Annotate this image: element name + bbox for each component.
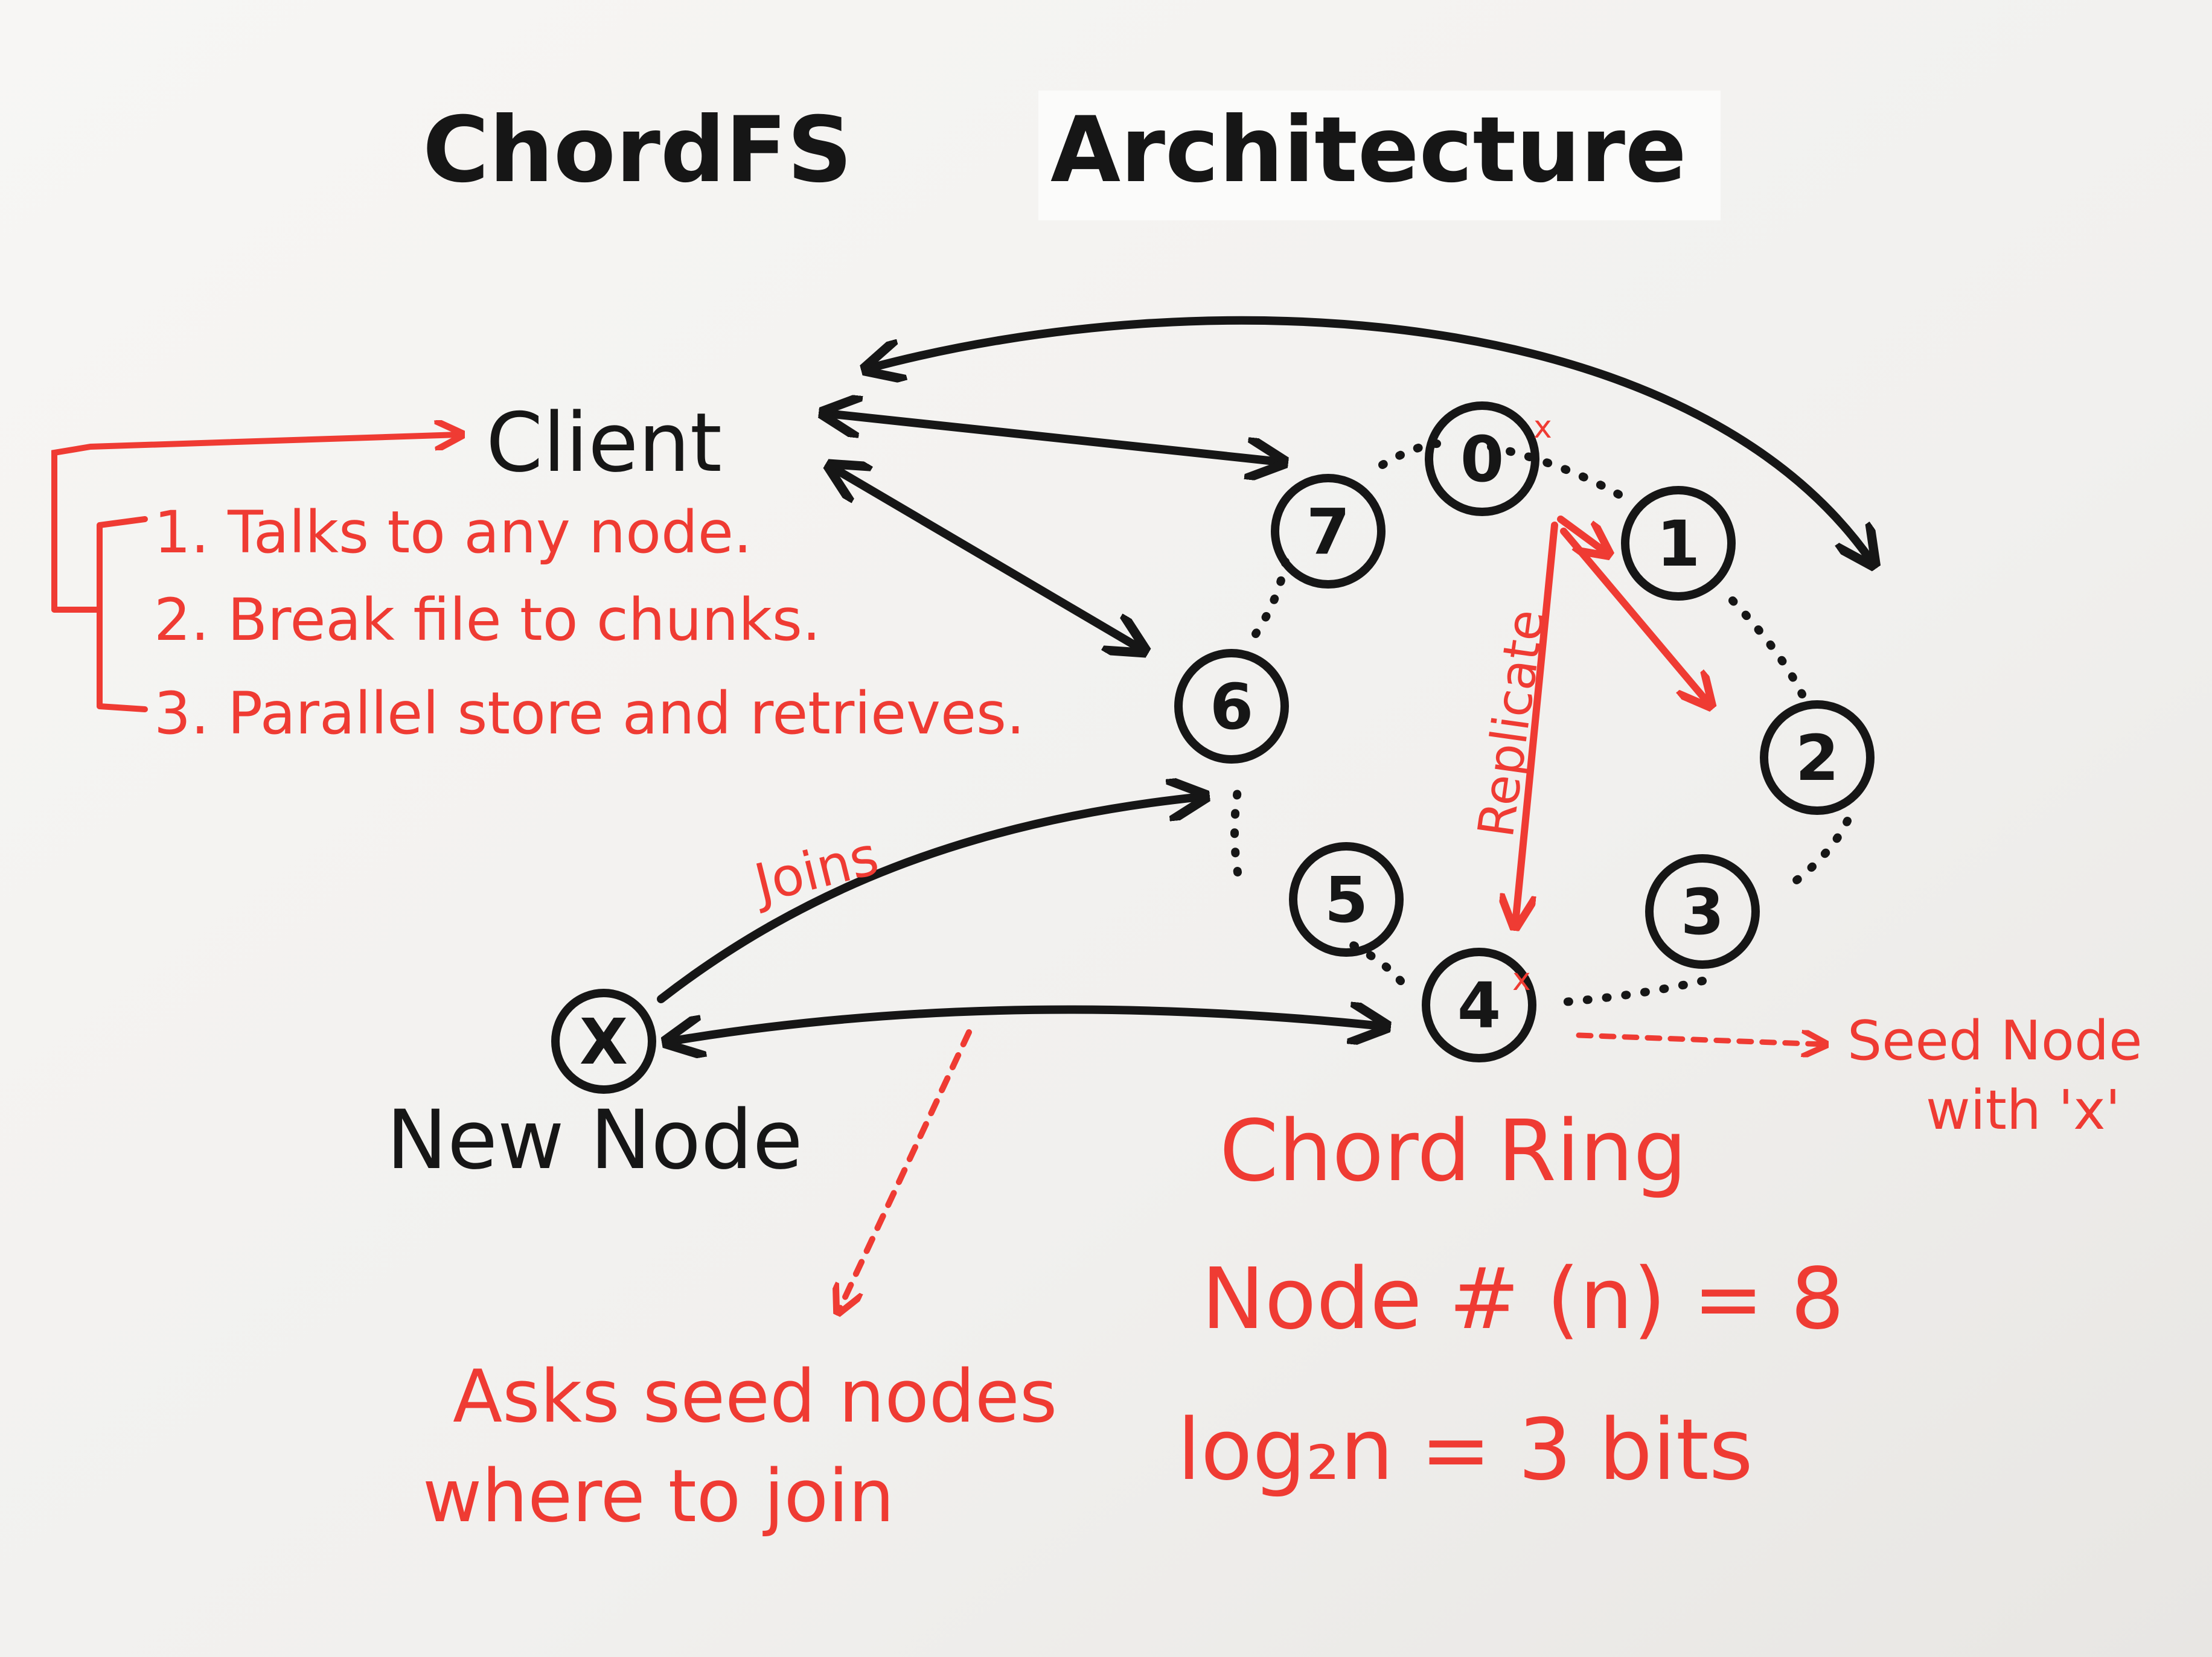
- replicate-to-node-1-arrow: [1557, 516, 1606, 552]
- node-4: 4 x: [1422, 948, 1536, 1062]
- title-architecture: Architecture: [1050, 98, 1687, 203]
- svg-text:2: 2: [1795, 721, 1839, 795]
- title-chordfs: ChordFS: [423, 98, 852, 203]
- client-note-2: 2. Break file to chunks.: [154, 586, 820, 654]
- asks-seed-arrow: [839, 1029, 972, 1310]
- node-count: Node # (n) = 8: [1201, 1250, 1844, 1349]
- join-arrow: [657, 797, 1201, 1003]
- client-to-node-2-arrow: [869, 316, 1872, 561]
- node-7: 7: [1271, 474, 1386, 589]
- seed-mark-0: x: [1533, 409, 1552, 445]
- seed-node-line-1: Seed Node: [1847, 1009, 2143, 1073]
- client-label: Client: [486, 395, 722, 490]
- chord-ring-links: [1230, 439, 1852, 1006]
- svg-text:3: 3: [1681, 875, 1724, 949]
- seed-node-line-2: with 'x': [1926, 1079, 2120, 1142]
- chord-ring-title: Chord Ring: [1219, 1102, 1687, 1201]
- new-node-to-seed-arrow: [670, 1010, 1382, 1041]
- log-bits: log₂n = 3 bits: [1177, 1401, 1753, 1499]
- svg-text:6: 6: [1210, 670, 1253, 744]
- new-node-connections: [657, 797, 1382, 1041]
- svg-text:1: 1: [1657, 507, 1700, 581]
- replicate-to-node-4-arrow: [1515, 522, 1558, 924]
- new-node-label: New Node: [386, 1093, 803, 1187]
- node-2: 2: [1760, 700, 1875, 815]
- seed-node-arrow: [1576, 1035, 1823, 1044]
- svg-text:X: X: [580, 1005, 628, 1079]
- node-1: 1: [1621, 486, 1736, 601]
- client-to-node-0-arrow: [827, 413, 1280, 462]
- node-6: 6: [1174, 649, 1289, 764]
- svg-text:0: 0: [1460, 423, 1504, 496]
- client-to-node-6-arrow: [833, 468, 1141, 649]
- node-5: 5: [1289, 842, 1404, 957]
- node-0: 0 x: [1425, 401, 1552, 516]
- seed-mark-4: x: [1512, 962, 1531, 998]
- title-highlight: [1038, 91, 1721, 220]
- replicate-to-node-2-arrow: [1560, 528, 1709, 703]
- asks-seed-line-2: where to join: [423, 1455, 894, 1539]
- client-notes-bracket: [51, 435, 459, 712]
- asks-seed-line-1: Asks seed nodes: [453, 1355, 1057, 1439]
- svg-text:4: 4: [1457, 969, 1501, 1042]
- new-node: X: [551, 989, 656, 1094]
- client-note-3: 3. Parallel store and retrieves.: [154, 680, 1025, 747]
- replicate-arrows: [1515, 516, 1709, 924]
- node-3: 3: [1645, 854, 1760, 969]
- client-note-1: 1. Talks to any node.: [154, 499, 752, 566]
- svg-text:5: 5: [1325, 863, 1368, 937]
- client-connections: [827, 316, 1872, 649]
- svg-text:7: 7: [1306, 495, 1350, 569]
